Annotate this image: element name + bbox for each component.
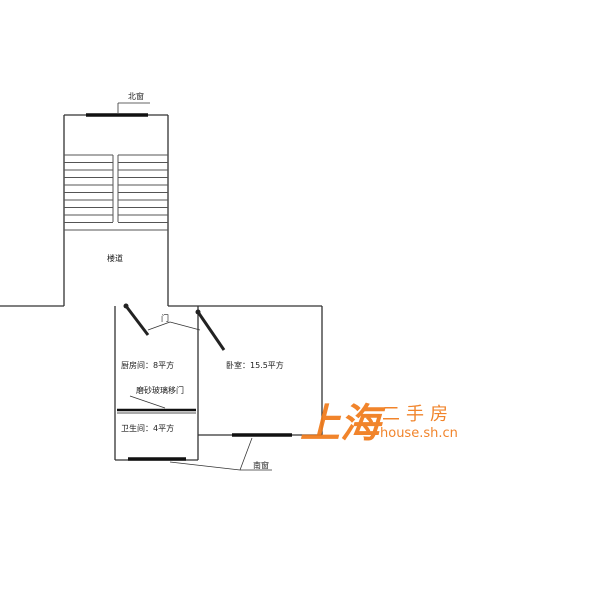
bedroom-label: 卧室：15.5平方 [226,360,284,370]
south-window-label: 南窗 [253,460,269,470]
stairs [64,154,168,231]
frosted-glass-sliding-door [117,408,196,414]
watermark-text-cn: 二手房 [382,404,454,425]
stairwell-label: 楼道 [107,253,123,263]
bathroom-label: 卫生间：4平方 [121,423,174,433]
frosted-door-leader [129,395,166,409]
apartment-walls [114,306,323,461]
door-leader [147,321,201,331]
south-window-leader [169,437,272,471]
door-label: 门 [161,313,169,323]
kitchen-label: 厨房间：8平方 [121,360,174,370]
watermark: 上海 二手房 house.sh.cn [300,400,458,447]
stairwell-walls [63,114,169,306]
bedroom-door [196,311,226,351]
kitchen-door [124,305,150,336]
watermark-url: house.sh.cn [380,426,458,441]
north-window-label: 北窗 [128,91,144,101]
watermark-logo: 上海 [300,400,386,447]
frosted-door-label: 磨砂玻璃移门 [136,385,184,395]
